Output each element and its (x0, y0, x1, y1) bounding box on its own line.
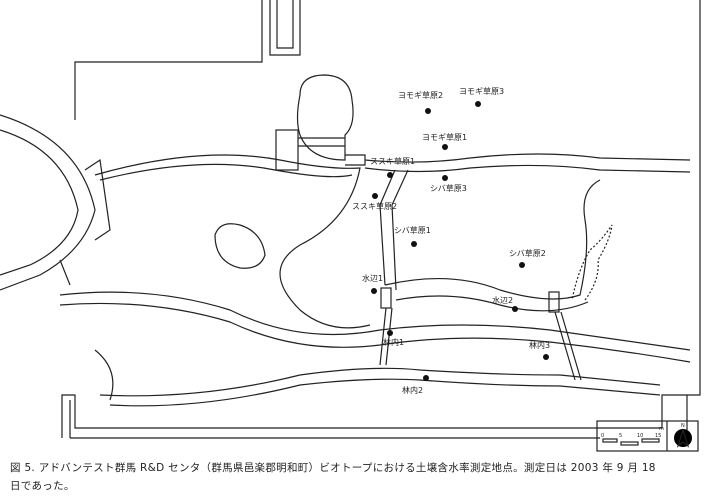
sampling-points: ヨモギ草原2 ヨモギ草原3 ヨモギ草原1 ススキ草原1 シバ草原3 ススキ草原2… (352, 86, 550, 395)
building (275, 129, 299, 171)
bridge-2 (548, 291, 560, 313)
label-shiba-1: シバ草原1 (394, 225, 431, 235)
label-rinnai-3: 林内3 (529, 340, 550, 350)
label-susuki-1: ススキ草原1 (370, 156, 415, 166)
label-shiba-3: シバ草原3 (430, 183, 467, 193)
bridge-1 (380, 287, 392, 309)
label-mizube-2: 水辺2 (492, 295, 513, 305)
label-rinnai-2: 林内2 (402, 385, 423, 395)
point-rinnai-2 (423, 375, 429, 381)
point-mizube-2 (512, 306, 518, 312)
point-shiba-1 (411, 241, 417, 247)
point-mizube-1 (371, 288, 377, 294)
scale-tick-10: 10 (637, 433, 643, 439)
north-label: N (681, 423, 685, 429)
point-susuki-1 (387, 172, 393, 178)
label-shiba-2: シバ草原2 (509, 248, 546, 258)
point-shiba-2 (519, 262, 525, 268)
north-arrow (676, 427, 690, 448)
point-rinnai-3 (543, 354, 549, 360)
scale-tick-5: 5 (619, 433, 622, 439)
label-yomogi-1: ヨモギ草原1 (422, 132, 467, 142)
round-structure-detail (59, 158, 111, 286)
scale-unit: m (659, 426, 664, 432)
label-rinnai-1: 林内1 (383, 337, 404, 347)
path-south (59, 291, 691, 363)
path-bottom (94, 349, 661, 407)
point-rinnai-1 (387, 330, 393, 336)
scale-tick-15: 15 (655, 433, 661, 439)
scale-legend: 0 5 10 15 m N (596, 420, 699, 452)
bridge-top (298, 137, 366, 166)
stone-edge (571, 224, 613, 301)
round-structure (0, 114, 96, 291)
caption-line-2: 日であった。 (10, 480, 75, 492)
label-yomogi-3: ヨモギ草原3 (459, 86, 504, 96)
label-yomogi-2: ヨモギ草原2 (398, 90, 443, 100)
point-yomogi-1 (442, 144, 448, 150)
small-pond (214, 223, 266, 269)
lower-region (384, 179, 601, 312)
caption-line-1: 図 5. アドバンテスト群馬 R&D センタ（群馬県邑楽郡明和町）ビオトープにお… (10, 462, 656, 474)
point-yomogi-3 (475, 101, 481, 107)
site-boundary-inner (69, 0, 688, 439)
scale-tick-0: 0 (601, 433, 604, 439)
path-diagonal (379, 169, 409, 291)
site-boundary (61, 0, 701, 438)
pond (296, 74, 354, 161)
figure-caption: 図 5. アドバンテスト群馬 R&D センタ（群馬県邑楽郡明和町）ビオトープにお… (10, 459, 715, 495)
stream-main (94, 154, 371, 329)
point-shiba-3 (442, 175, 448, 181)
point-yomogi-2 (425, 108, 431, 114)
biotope-map: ヨモギ草原2 ヨモギ草原3 ヨモギ草原1 ススキ草原1 シバ草原3 ススキ草原2… (0, 0, 701, 452)
stream-link (379, 307, 582, 381)
label-mizube-1: 水辺1 (362, 273, 383, 283)
label-susuki-2: ススキ草原2 (352, 201, 397, 211)
point-susuki-2 (372, 193, 378, 199)
path-north (364, 153, 691, 173)
